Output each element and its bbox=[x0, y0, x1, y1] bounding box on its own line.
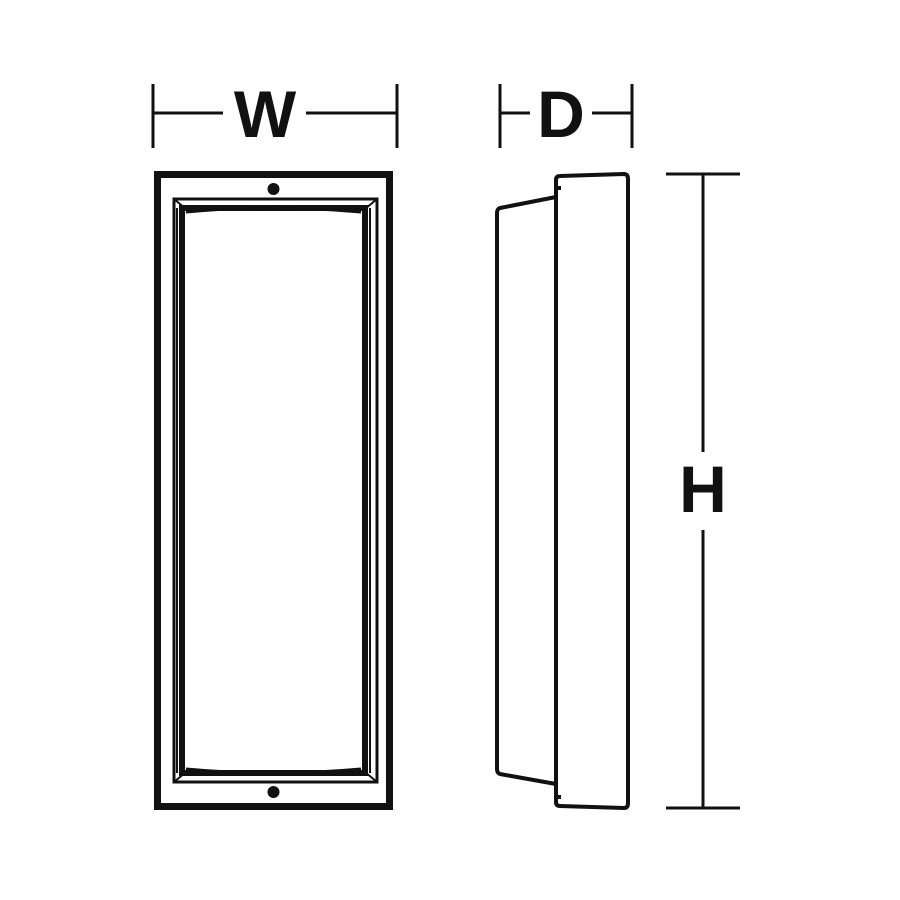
back-plate bbox=[554, 172, 630, 810]
step-notches bbox=[556, 186, 561, 799]
front-diffuser bbox=[495, 195, 558, 786]
outer-frame bbox=[154, 171, 393, 810]
height-dimension bbox=[666, 172, 740, 810]
height-label: H bbox=[679, 452, 727, 526]
bottom-clamp bbox=[185, 767, 362, 775]
bottom-screw bbox=[267, 786, 280, 798]
depth-dimension bbox=[498, 84, 634, 148]
depth-label: D bbox=[537, 77, 585, 151]
width-label: W bbox=[234, 77, 297, 151]
top-clamp bbox=[185, 206, 362, 214]
inner-trim bbox=[172, 197, 379, 784]
front-view bbox=[154, 171, 393, 810]
side-view bbox=[495, 172, 630, 810]
corner-brackets bbox=[173, 198, 378, 783]
top-screw bbox=[267, 183, 280, 195]
width-dimension bbox=[151, 84, 399, 148]
